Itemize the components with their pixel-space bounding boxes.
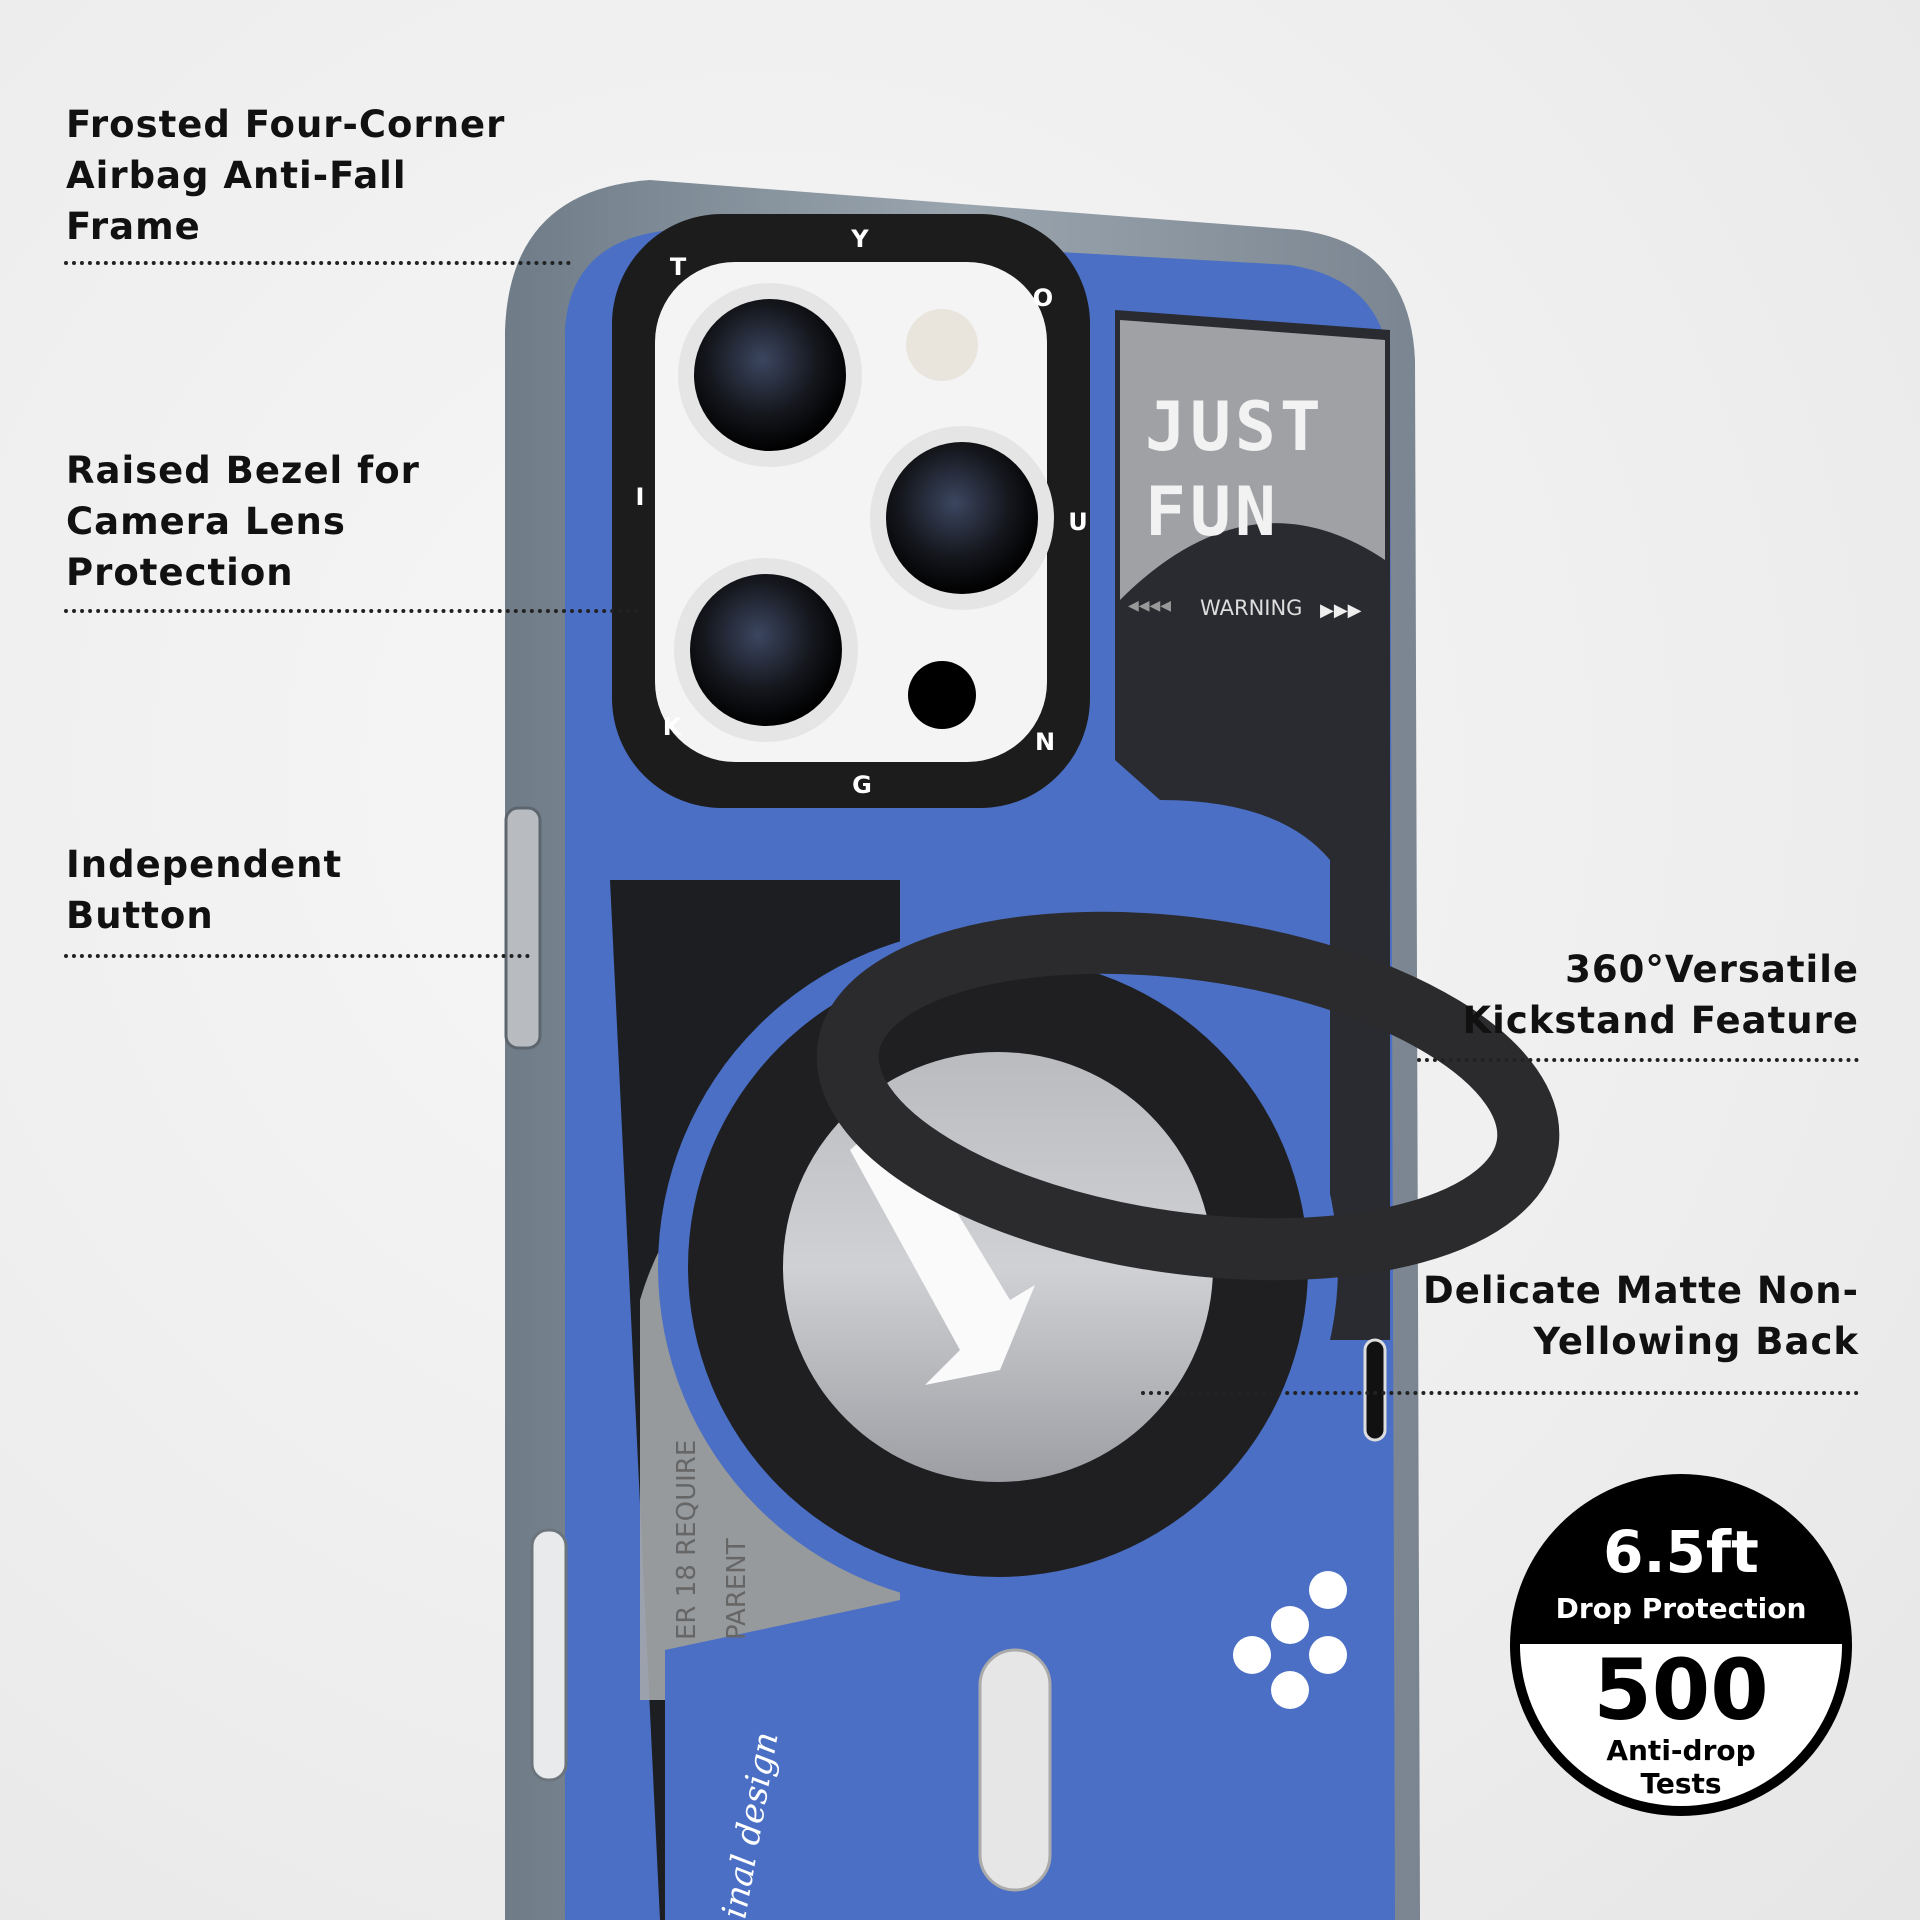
arrow-right-icon: ▶▶▶ [1320, 600, 1362, 621]
bezel-letter: T [670, 253, 687, 281]
feature-matte-back: Delicate Matte Non- Yellowing Back [1423, 1269, 1859, 1363]
leader-line [64, 954, 530, 958]
camera-lens [870, 426, 1054, 610]
camera-lens [674, 558, 858, 742]
drop-height-label: Drop Protection [1555, 1592, 1807, 1625]
side-button [504, 806, 542, 1050]
feature-button: Independent Button [66, 843, 343, 937]
graphic-title: FUN [1145, 473, 1280, 552]
feature-frame: Frosted Four-Corner Airbag Anti-Fall Fra… [66, 103, 506, 248]
bezel-letter: G [852, 771, 872, 799]
bezel-letter: U [1068, 508, 1088, 536]
arrow-left-icon: ◀◀◀◀ [1128, 598, 1171, 614]
test-count: 500 [1593, 1641, 1769, 1739]
drop-protection-badge: 6.5ft Drop Protection 500 Anti-drop Test… [1510, 1474, 1852, 1816]
small-print: ER 18 REQUIRE [672, 1440, 702, 1640]
lanyard-slot [978, 1648, 1052, 1892]
kickstand-ring [816, 911, 1560, 1281]
camera-lens [678, 283, 862, 467]
feature-kickstand: 360°Versatile Kickstand Feature [1462, 948, 1859, 1042]
bezel-letter: N [1035, 728, 1055, 756]
small-print: PARENT [722, 1538, 752, 1640]
test-label: Tests [1640, 1767, 1722, 1800]
feature-bezel: Raised Bezel for Camera Lens Protection [66, 449, 420, 594]
bezel-letter: Y [850, 225, 869, 253]
back-window [1115, 310, 1390, 1340]
bezel-letter: K [663, 713, 683, 741]
warning-label: WARNING [1200, 596, 1302, 620]
flower-icons [1233, 1571, 1347, 1709]
leader-line [64, 609, 639, 613]
drop-height: 6.5ft [1603, 1518, 1759, 1586]
bezel-letter: O [1033, 284, 1053, 312]
side-port [530, 1528, 568, 1782]
bezel-letter: I [636, 483, 645, 511]
leader-line [1417, 1058, 1859, 1062]
leader-line [64, 261, 571, 265]
lidar [908, 661, 976, 729]
test-label: Anti-drop [1606, 1734, 1756, 1767]
flash [906, 309, 978, 381]
leader-line [1141, 1391, 1859, 1395]
graphic-title: JUST [1145, 388, 1325, 467]
